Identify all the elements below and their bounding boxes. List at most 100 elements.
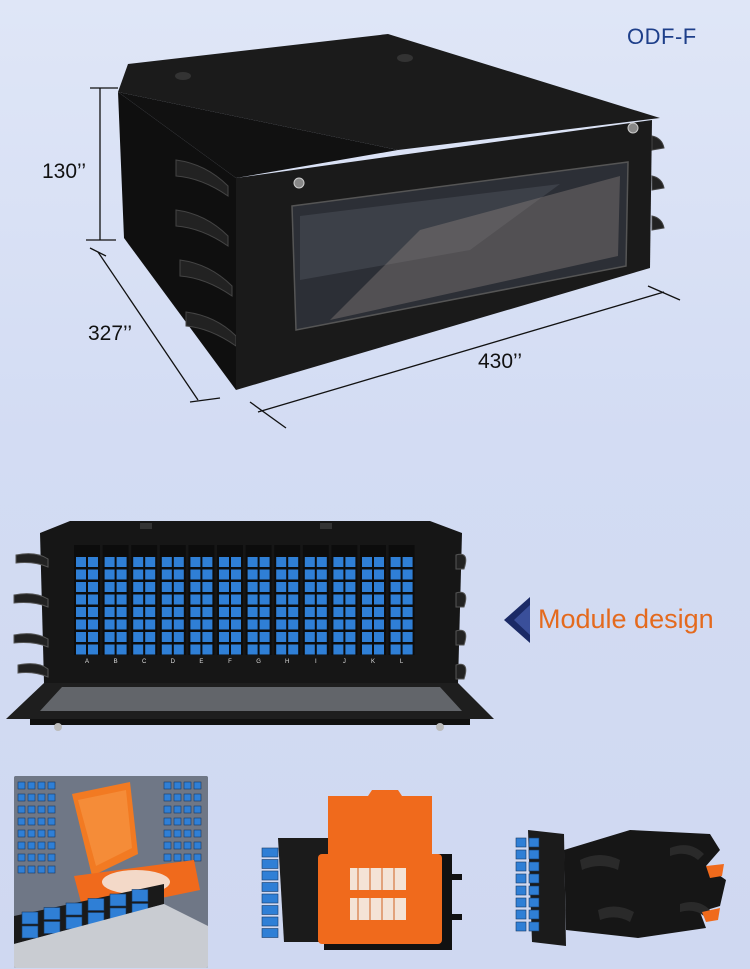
- sc-adapter: [528, 837, 540, 848]
- sc-adapter: [276, 607, 287, 617]
- sc-adapter: [345, 569, 356, 580]
- sc-adapter: [219, 594, 229, 605]
- sc-adapter: [88, 619, 98, 630]
- column-letter: A: [85, 659, 89, 665]
- sc-adapter: [47, 853, 56, 862]
- sc-adapter: [145, 607, 156, 617]
- sc-adapter: [402, 632, 413, 642]
- sc-adapter: [88, 557, 98, 567]
- sc-adapter: [173, 793, 182, 802]
- sc-adapter: [515, 837, 527, 848]
- column-letter: B: [114, 659, 118, 665]
- sc-adapter: [161, 557, 172, 567]
- sc-adapter: [173, 607, 184, 617]
- sc-adapter: [247, 569, 258, 580]
- sc-adapter: [43, 907, 61, 920]
- height-dimension: 130’’: [42, 160, 86, 183]
- sc-adapter: [183, 841, 192, 850]
- sc-adapter: [528, 849, 540, 860]
- width-dimension: 430’’: [478, 350, 522, 373]
- sc-adapter: [133, 632, 144, 642]
- sc-adapter: [402, 607, 413, 617]
- sc-adapter: [202, 594, 213, 605]
- sc-adapter: [88, 632, 98, 642]
- column-letter: J: [343, 659, 346, 665]
- sc-adapter: [17, 841, 26, 850]
- sc-adapter: [304, 594, 315, 605]
- splice-tray-module-illustration: [261, 790, 462, 950]
- sc-adapter: [304, 644, 315, 655]
- sc-adapter: [116, 569, 127, 580]
- sc-adapter: [21, 925, 39, 939]
- sc-adapter: [193, 817, 202, 826]
- sc-adapter: [76, 644, 86, 655]
- sc-adapter: [259, 569, 270, 580]
- sc-adapter: [161, 619, 172, 630]
- sc-adapter: [316, 632, 327, 642]
- column-letter: F: [228, 659, 232, 665]
- sc-adapter: [163, 781, 172, 790]
- sc-adapter: [161, 644, 172, 655]
- sc-adapter: [374, 582, 384, 592]
- sc-adapter: [202, 644, 213, 655]
- sc-adapter: [259, 594, 270, 605]
- sc-adapter: [304, 619, 315, 630]
- sc-adapter: [362, 569, 372, 580]
- sc-adapter: [276, 557, 287, 567]
- sc-adapter: [88, 644, 98, 655]
- sc-adapter: [202, 569, 213, 580]
- sc-adapter: [133, 594, 144, 605]
- sc-adapter: [17, 853, 26, 862]
- sc-adapter: [362, 607, 372, 617]
- sc-adapter: [259, 557, 270, 567]
- sc-adapter: [259, 582, 270, 592]
- sc-adapter: [173, 619, 184, 630]
- sc-adapter: [528, 897, 540, 908]
- sc-adapter: [362, 594, 372, 605]
- sc-adapter: [183, 829, 192, 838]
- sc-adapter: [261, 905, 279, 915]
- module-tray-photo: [14, 776, 208, 968]
- sc-adapter: [173, 841, 182, 850]
- sc-adapter: [133, 607, 144, 617]
- sc-adapter: [47, 781, 56, 790]
- sc-adapter: [173, 781, 182, 790]
- sc-adapter: [116, 632, 127, 642]
- sc-adapter: [202, 619, 213, 630]
- sc-adapter: [202, 632, 213, 642]
- sc-adapter: [288, 632, 299, 642]
- sc-adapter: [76, 619, 86, 630]
- sc-adapter: [116, 644, 127, 655]
- sc-adapter: [47, 829, 56, 838]
- sc-adapter: [145, 582, 156, 592]
- sc-adapter: [193, 781, 202, 790]
- sc-adapter: [133, 619, 144, 630]
- sc-adapter: [116, 607, 127, 617]
- column-letter: E: [199, 659, 203, 665]
- sc-adapter: [17, 781, 26, 790]
- sc-adapter: [316, 644, 327, 655]
- column-letter: I: [315, 659, 317, 665]
- sc-adapter: [163, 853, 172, 862]
- sc-adapter: [76, 594, 86, 605]
- column-letter: H: [285, 659, 289, 665]
- sc-adapter: [104, 619, 115, 630]
- sc-adapter: [131, 889, 149, 902]
- column-letter: G: [256, 659, 261, 665]
- sc-adapter: [333, 582, 344, 592]
- sc-adapter: [362, 619, 372, 630]
- sc-adapter: [362, 557, 372, 567]
- sc-adapter: [190, 582, 201, 592]
- sc-adapter: [116, 594, 127, 605]
- sc-adapter: [65, 902, 83, 916]
- sc-adapter: [345, 619, 356, 630]
- sc-adapter: [161, 607, 172, 617]
- sc-adapter: [261, 928, 279, 938]
- column-letter: L: [400, 659, 404, 665]
- sc-adapter: [219, 569, 229, 580]
- sc-adapter: [161, 582, 172, 592]
- depth-dimension: 327’’: [88, 322, 132, 345]
- sc-adapter: [190, 594, 201, 605]
- sc-adapter: [316, 619, 327, 630]
- sc-adapter: [374, 644, 384, 655]
